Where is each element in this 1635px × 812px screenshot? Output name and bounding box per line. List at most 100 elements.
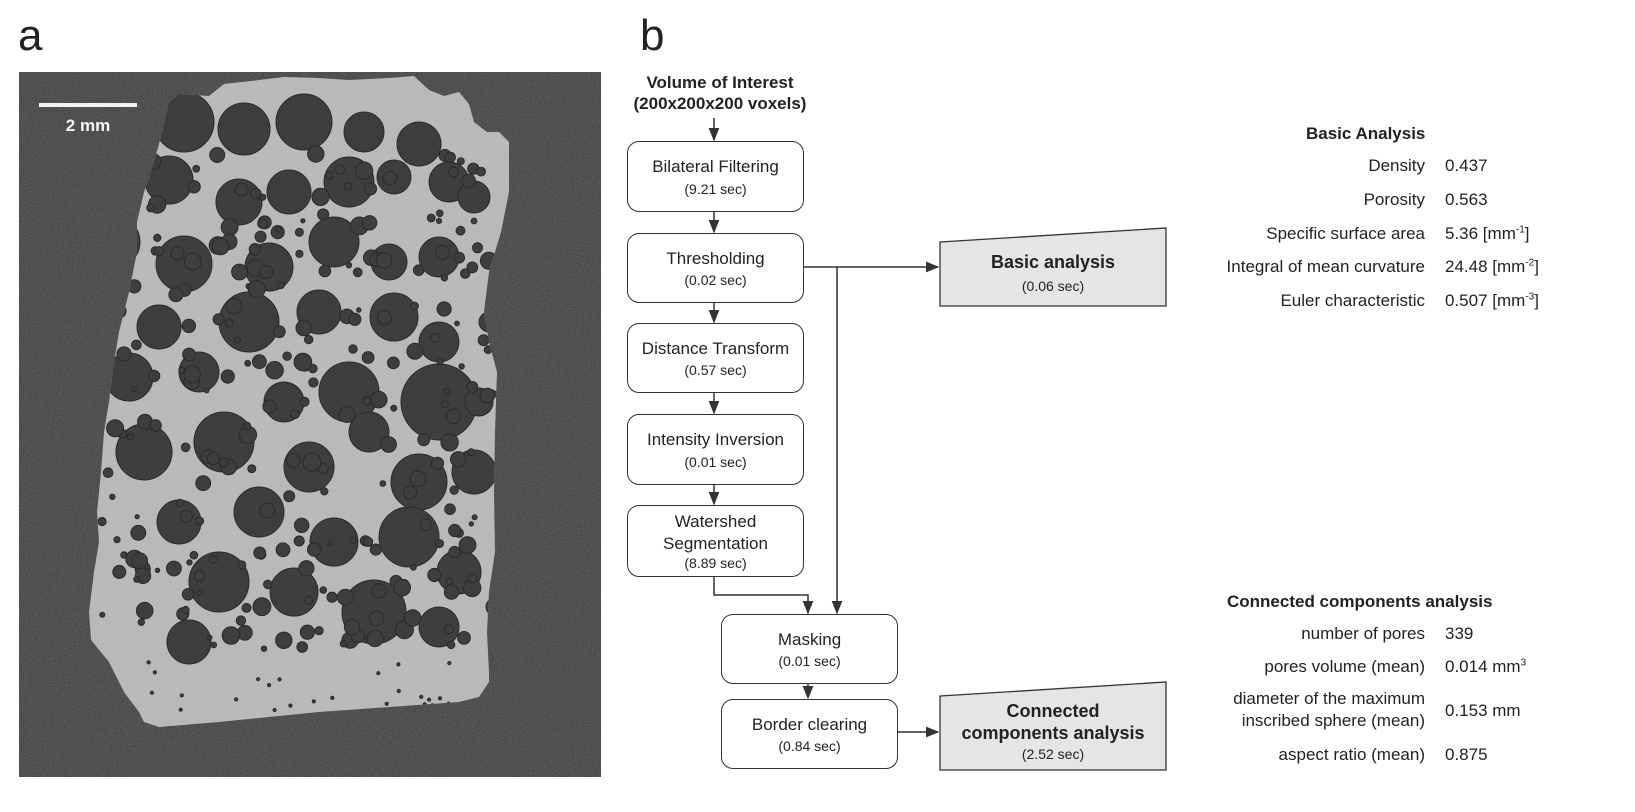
- basic-analysis-label: Basic analysis (0.06 sec): [940, 252, 1166, 294]
- pore: [136, 304, 182, 350]
- pore: [263, 579, 273, 590]
- pore: [453, 251, 466, 264]
- pore: [318, 264, 332, 278]
- result-label: pores volume (mean): [1264, 657, 1425, 676]
- pore: [472, 242, 483, 254]
- pore: [443, 388, 451, 395]
- pore: [308, 377, 319, 388]
- pore: [393, 579, 411, 597]
- pore: [109, 493, 116, 500]
- pore: [235, 615, 247, 626]
- step-title: Thresholding: [666, 248, 765, 268]
- pore: [170, 246, 185, 261]
- pore: [244, 359, 252, 367]
- pore: [283, 490, 296, 503]
- pore: [215, 178, 263, 226]
- pore: [348, 312, 362, 326]
- pore: [182, 347, 197, 362]
- pore: [183, 252, 202, 271]
- pore: [457, 180, 491, 214]
- pore: [376, 671, 381, 676]
- pore: [349, 536, 357, 544]
- pore: [382, 171, 397, 186]
- pore: [466, 381, 479, 393]
- step-title: Intensity Inversion: [646, 430, 784, 450]
- pore: [448, 523, 462, 538]
- step-time: (8.89 sec): [684, 554, 747, 571]
- pore: [294, 517, 310, 533]
- pore: [180, 509, 193, 523]
- pore: [286, 453, 301, 468]
- pore: [436, 209, 444, 218]
- step-title: Bilateral Filtering: [652, 157, 779, 177]
- pore: [440, 274, 449, 282]
- pore: [457, 631, 471, 645]
- voi-line2: (200x200x200 voxels): [633, 94, 807, 114]
- pore: [449, 485, 459, 495]
- pore: [445, 577, 454, 586]
- pore: [180, 442, 191, 453]
- pore: [406, 342, 424, 360]
- pore: [153, 246, 165, 257]
- pore: [435, 245, 450, 260]
- pore: [241, 602, 252, 613]
- pore: [455, 225, 466, 236]
- connected-analysis-title-line2: components analysis: [961, 722, 1145, 743]
- step-title-line2: Segmentation: [663, 533, 768, 553]
- pore: [339, 639, 348, 648]
- result-value: 24.48 [mm-2]: [1445, 257, 1539, 276]
- pore: [209, 147, 226, 163]
- pore: [195, 516, 205, 526]
- pore: [468, 521, 474, 527]
- pore: [299, 396, 310, 407]
- arrow-watershed-to-masking: [713, 577, 814, 615]
- result-label: Integral of mean curvature: [1226, 257, 1425, 276]
- pore: [348, 411, 390, 453]
- pore: [248, 243, 262, 256]
- pore: [378, 506, 440, 568]
- basic-analysis-time: (0.06 sec): [1021, 277, 1085, 294]
- pore: [224, 318, 234, 328]
- pore: [193, 570, 206, 582]
- pore: [102, 467, 114, 479]
- pore: [275, 93, 333, 151]
- pore: [430, 333, 440, 343]
- pore: [437, 696, 443, 701]
- pore: [275, 226, 282, 233]
- pore: [97, 516, 107, 527]
- pore: [252, 354, 267, 370]
- pore: [99, 611, 106, 618]
- pore: [220, 218, 239, 237]
- result-label: Porosity: [1363, 190, 1425, 209]
- pore: [444, 503, 456, 516]
- pore: [149, 419, 162, 432]
- pore: [134, 514, 140, 520]
- pore: [206, 451, 220, 466]
- pore: [133, 575, 140, 583]
- pore: [345, 262, 353, 269]
- pore: [371, 583, 387, 599]
- pore: [203, 387, 210, 394]
- pore: [410, 563, 417, 571]
- pore: [379, 480, 387, 487]
- pore: [221, 626, 241, 645]
- panel-label-b: b: [640, 11, 665, 60]
- pore: [265, 361, 284, 380]
- pore: [234, 182, 249, 197]
- result-value: 339: [1445, 624, 1474, 643]
- pore: [253, 546, 267, 560]
- pore: [361, 215, 378, 231]
- pore: [363, 182, 378, 196]
- pore: [427, 697, 432, 702]
- pore: [308, 216, 360, 268]
- pore: [275, 631, 293, 649]
- step-distance-transform: Distance Transform (0.57 sec): [627, 323, 804, 393]
- scale-bar-label: 2 mm: [66, 116, 110, 135]
- pore: [369, 543, 382, 556]
- pore: [210, 641, 218, 649]
- pore: [188, 551, 250, 613]
- pore: [293, 352, 313, 372]
- step-masking: Masking (0.01 sec): [721, 614, 898, 684]
- pore: [327, 540, 333, 547]
